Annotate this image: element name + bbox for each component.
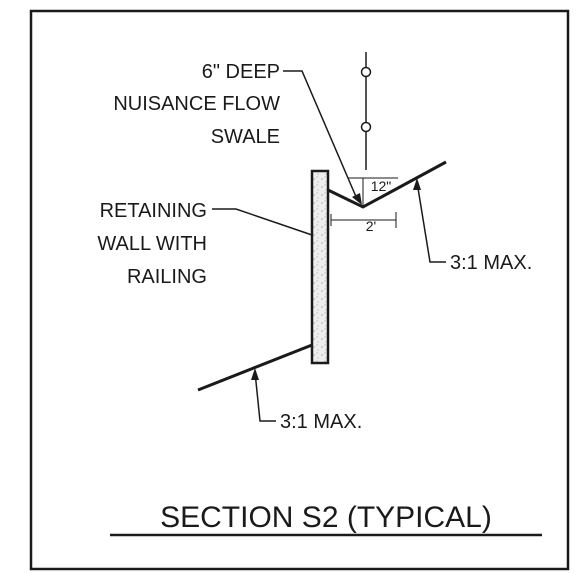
upper-slope-label: 3:1 MAX. (450, 252, 532, 274)
retaining-wall (310, 169, 330, 365)
railing-post-lower (360, 121, 372, 133)
upper-slope-leader (413, 178, 446, 263)
wall-label-line2: WALL WITH (97, 233, 207, 255)
swale-label-line1: 6" DEEP (202, 61, 280, 83)
section-title: SECTION S2 (TYPICAL) (160, 501, 492, 534)
wall-label-line1: RETAINING (100, 200, 207, 222)
depth-dimension (348, 177, 398, 207)
lower-slope-label: 3:1 MAX. (280, 411, 362, 433)
wall-label-line3: RAILING (127, 266, 207, 288)
lower-slope-leader (251, 368, 276, 422)
depth-dimension-label: 12" (371, 178, 392, 194)
width-dimension (330, 212, 397, 228)
swale-label-line2: NUISANCE FLOW (113, 93, 280, 115)
railing-post-top (360, 66, 372, 78)
swale-label-line3: SWALE (211, 126, 280, 148)
wall-leader (212, 208, 313, 236)
width-dimension-label: 2' (366, 218, 376, 234)
sheet-border (29, 9, 570, 571)
swale-leader (283, 70, 362, 205)
lower-slope (197, 343, 313, 392)
